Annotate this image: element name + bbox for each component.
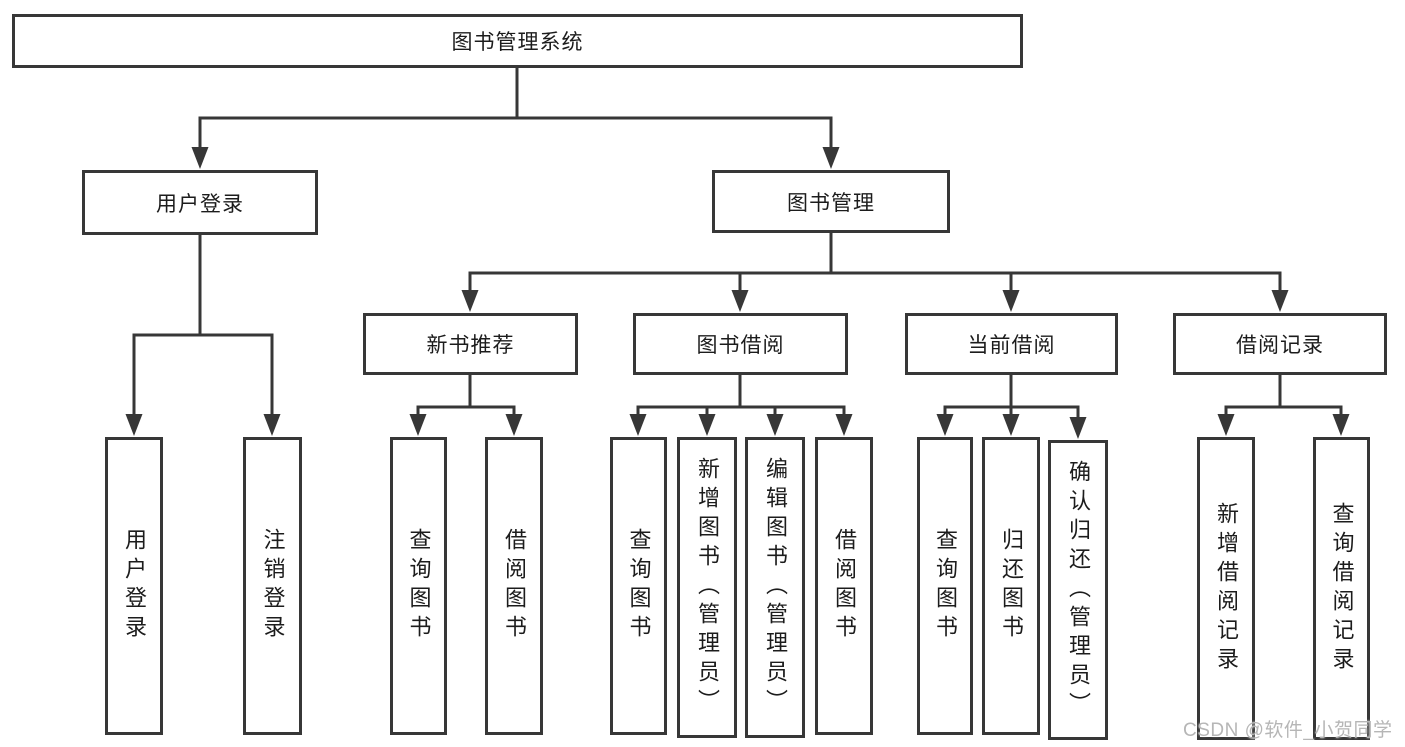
node-leaf-add-borrow-record-label: 新增借阅记录 [1214, 501, 1239, 676]
csdn-watermark: CSDN @软件_小贺同学 [1183, 720, 1393, 741]
node-leaf-borrow-books-2: 借阅图书 [815, 437, 873, 735]
node-leaf-query-borrow-record: 查询借阅记录 [1313, 437, 1370, 740]
connector-root-to-level2 [198, 68, 833, 147]
node-section-borrow-label: 图书借阅 [696, 334, 785, 357]
arrowhead-leaf [409, 414, 427, 436]
arrowhead-sec-history [1271, 290, 1289, 312]
connector-new-books-children [416, 375, 516, 414]
connector-current-children [943, 375, 1080, 417]
connector-history-children [1224, 375, 1343, 414]
node-leaf-return-books: 归还图书 [982, 437, 1040, 735]
node-leaf-edit-books-admin-label: 编辑图书（管理员） [763, 457, 788, 718]
node-leaf-query-borrow-record-label: 查询借阅记录 [1329, 501, 1355, 676]
node-leaf-query-books-2: 查询图书 [610, 437, 667, 735]
node-book-mgmt-branch: 图书管理 [712, 170, 950, 233]
connector-book-mgmt-sections [468, 233, 1282, 290]
arrowhead-leaf [1069, 417, 1087, 439]
node-leaf-edit-books-admin: 编辑图书（管理员） [745, 437, 805, 738]
node-leaf-confirm-return-admin: 确认归还（管理员） [1048, 440, 1108, 740]
node-book-mgmt-branch-label: 图书管理 [787, 191, 875, 215]
node-leaf-query-books-3-label: 查询图书 [933, 528, 958, 644]
node-leaf-query-books-1-label: 查询图书 [406, 528, 432, 644]
arrowhead-leaf [936, 414, 954, 436]
node-user-login-branch: 用户登录 [82, 170, 318, 235]
node-leaf-logout: 注销登录 [243, 437, 302, 735]
node-section-history: 借阅记录 [1173, 313, 1387, 375]
node-section-borrow: 图书借阅 [633, 313, 848, 375]
arrowhead-leaf [835, 414, 853, 436]
node-leaf-add-books-admin: 新增图书（管理员） [677, 437, 737, 738]
connector-borrow-children [636, 375, 846, 414]
node-section-current: 当前借阅 [905, 313, 1118, 375]
node-leaf-logout-label: 注销登录 [260, 528, 286, 644]
node-leaf-user-login: 用户登录 [105, 437, 163, 735]
node-leaf-add-books-admin-label: 新增图书（管理员） [695, 457, 720, 718]
arrowhead-leaf [698, 414, 716, 436]
arrowhead-user-login [191, 147, 209, 169]
node-leaf-query-books-3: 查询图书 [917, 437, 973, 735]
node-leaf-borrow-books-1-label: 借阅图书 [502, 528, 527, 644]
arrowhead-sec-current [1002, 290, 1020, 312]
connector-user-login-children [132, 235, 274, 414]
node-section-current-label: 当前借阅 [967, 334, 1056, 357]
node-user-login-branch-label: 用户登录 [156, 192, 244, 216]
arrowhead-leaf [766, 414, 784, 436]
arrowhead-sec-borrow [731, 290, 749, 312]
node-leaf-borrow-books-2-label: 借阅图书 [832, 528, 857, 644]
node-section-new-books-label: 新书推荐 [426, 334, 515, 357]
node-leaf-query-books-1: 查询图书 [390, 437, 447, 735]
node-leaf-borrow-books-1: 借阅图书 [485, 437, 543, 735]
arrowhead-leaf [1332, 414, 1350, 436]
node-leaf-user-login-label: 用户登录 [122, 528, 147, 644]
arrowhead-leaf [1002, 414, 1020, 436]
node-root: 图书管理系统 [12, 14, 1023, 68]
node-root-label: 图书管理系统 [451, 31, 584, 54]
arrowhead-login-leaf [125, 414, 143, 436]
arrowhead-leaf [1217, 414, 1235, 436]
node-leaf-confirm-return-admin-label: 确认归还（管理员） [1066, 459, 1091, 721]
node-leaf-add-borrow-record: 新增借阅记录 [1197, 437, 1255, 740]
node-leaf-return-books-label: 归还图书 [999, 528, 1024, 644]
arrowhead-leaf [629, 414, 647, 436]
node-leaf-query-books-2-label: 查询图书 [626, 528, 652, 644]
arrowhead-sec-new-books [461, 290, 479, 312]
node-section-history-label: 借阅记录 [1236, 334, 1324, 357]
node-section-new-books: 新书推荐 [363, 313, 578, 375]
arrowhead-book-mgmt [822, 147, 840, 169]
arrowhead-leaf [505, 414, 523, 436]
arrowhead-logout-leaf [263, 414, 281, 436]
